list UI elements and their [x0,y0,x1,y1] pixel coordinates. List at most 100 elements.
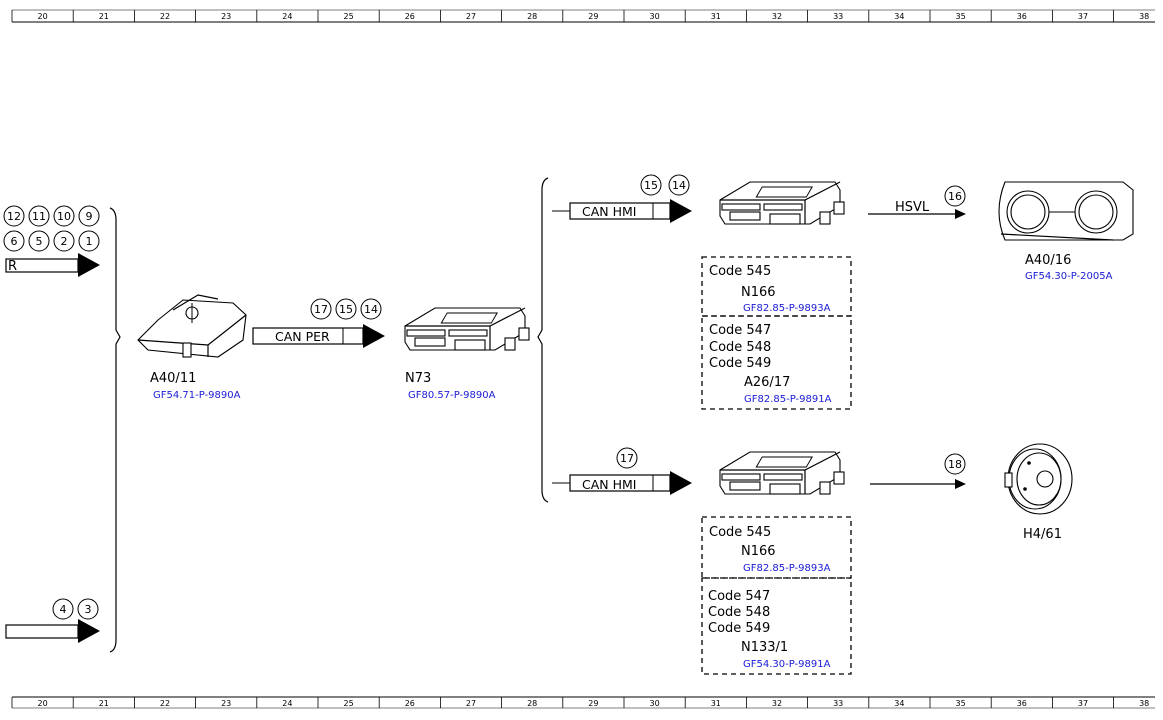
left-brace [109,207,121,653]
a40-16-label: A40/16 [1025,253,1071,268]
upper-ecu-device [719,181,845,225]
ruler-label-top: 32 [772,12,782,21]
ruler-label-top: 26 [405,12,415,21]
svg-text:16: 16 [948,190,962,203]
left-top-arrow: R [5,253,100,277]
svg-text:5: 5 [36,235,43,248]
reference-bubble: 16 [944,185,966,207]
upper-out-bubble: 16 [944,185,966,207]
ruler-label-top: 22 [160,12,170,21]
svg-text:2: 2 [61,235,68,248]
svg-text:11: 11 [32,210,46,223]
hsvl-label: HSVL [895,200,930,215]
upper-box1-module: N166 [741,285,776,300]
left-bottom-arrow [5,619,100,643]
ruler-label-bottom: 32 [772,699,782,708]
lower-box2-code-0: Code 547 [708,589,770,604]
reference-bubble: 3 [77,598,99,620]
upper-box2-code-2: Code 549 [709,356,771,371]
reference-bubble: 4 [52,598,74,620]
ruler-label-top: 27 [466,12,476,21]
a40-11-ref: GF54.71-P-9890A [153,390,241,401]
reference-bubble: 18 [944,453,966,475]
svg-text:15: 15 [644,179,658,192]
a40-16-ref: GF54.30-P-2005A [1025,271,1113,282]
n73-device [404,307,530,351]
ruler-label-top: 25 [344,12,354,21]
ruler-label-bottom: 25 [344,699,354,708]
ruler-label-top: 28 [527,12,537,21]
upper-can-hmi-label: CAN HMI [582,204,636,219]
lower-box2-code-2: Code 549 [708,621,770,636]
ruler-label-top: 33 [833,12,843,21]
lower-code-box-1: Code 545 N166 GF82.85-P-9893A [701,516,852,579]
ruler-label-bottom: 33 [833,699,843,708]
lower-box2-module: N133/1 [741,640,788,655]
lower-box1-module: N166 [741,544,776,559]
reference-bubble: 6 [3,230,25,252]
can-per-label: CAN PER [275,329,330,344]
ruler-label-bottom: 37 [1078,699,1088,708]
lower-bubbles: 17 [616,447,638,469]
left-top-arrow-label: R [8,259,17,274]
can-per-arrow: CAN PER [252,324,385,348]
reference-bubble: 11 [28,205,50,227]
svg-text:6: 6 [11,235,18,248]
ruler-label-bottom: 23 [221,699,231,708]
lower-code-box-2: Code 547 Code 548 Code 549 N133/1 GF54.3… [701,577,852,675]
ruler-label-top: 34 [894,12,904,21]
lower-can-hmi-label: CAN HMI [582,477,636,492]
reference-bubble: 14 [360,298,382,320]
upper-box2-module: A26/17 [744,375,790,390]
ruler-label-top: 36 [1017,12,1027,21]
a40-16-device [998,181,1134,241]
reference-bubble: 17 [310,298,332,320]
reference-bubble: 17 [616,447,638,469]
ruler-label-top: 30 [650,12,660,21]
ruler-label-bottom: 35 [956,699,966,708]
lower-can-hmi-arrow: CAN HMI [552,471,692,495]
reference-bubble: 2 [53,230,75,252]
h4-61-device [1004,443,1073,515]
upper-box2-ref: GF82.85-P-9891A [744,394,832,405]
n73-ref: GF80.57-P-9890A [408,390,496,401]
ruler-label-bottom: 26 [405,699,415,708]
svg-text:15: 15 [339,303,353,316]
upper-code-box-1: Code 545 N166 GF82.85-P-9893A [701,256,852,317]
reference-bubble: 15 [640,174,662,196]
svg-text:17: 17 [620,452,634,465]
reference-bubble: 12 [3,205,25,227]
a40-11-device [137,294,247,358]
svg-text:14: 14 [364,303,378,316]
upper-box2-code-1: Code 548 [709,340,771,355]
h4-61-label: H4/61 [1023,527,1062,542]
ruler-label-bottom: 27 [466,699,476,708]
ruler-label-top: 23 [221,12,231,21]
lower-ecu-device [719,451,845,495]
svg-text:14: 14 [672,179,686,192]
upper-code-box-2: Code 547 Code 548 Code 549 A26/17 GF82.8… [701,315,852,410]
reference-bubble: 15 [335,298,357,320]
ruler-label-bottom: 29 [588,699,598,708]
ruler-label-bottom: 36 [1017,699,1027,708]
lower-out-arrow [870,479,966,489]
ruler-label-bottom: 22 [160,699,170,708]
ruler-label-top: 20 [38,12,48,21]
reference-bubble: 1 [78,230,100,252]
svg-text:18: 18 [948,458,962,471]
ruler-label-bottom: 21 [99,699,109,708]
reference-bubble: 9 [78,205,100,227]
hsvl-arrow: HSVL [868,200,966,219]
reference-bubble: 10 [53,205,75,227]
ruler-label-top: 35 [956,12,966,21]
ruler-label-bottom: 28 [527,699,537,708]
ruler-label-top: 21 [99,12,109,21]
svg-text:17: 17 [314,303,328,316]
ruler-label-bottom: 34 [894,699,904,708]
ruler-label-bottom: 38 [1139,699,1149,708]
ruler-label-bottom: 31 [711,699,721,708]
svg-text:4: 4 [60,603,67,616]
